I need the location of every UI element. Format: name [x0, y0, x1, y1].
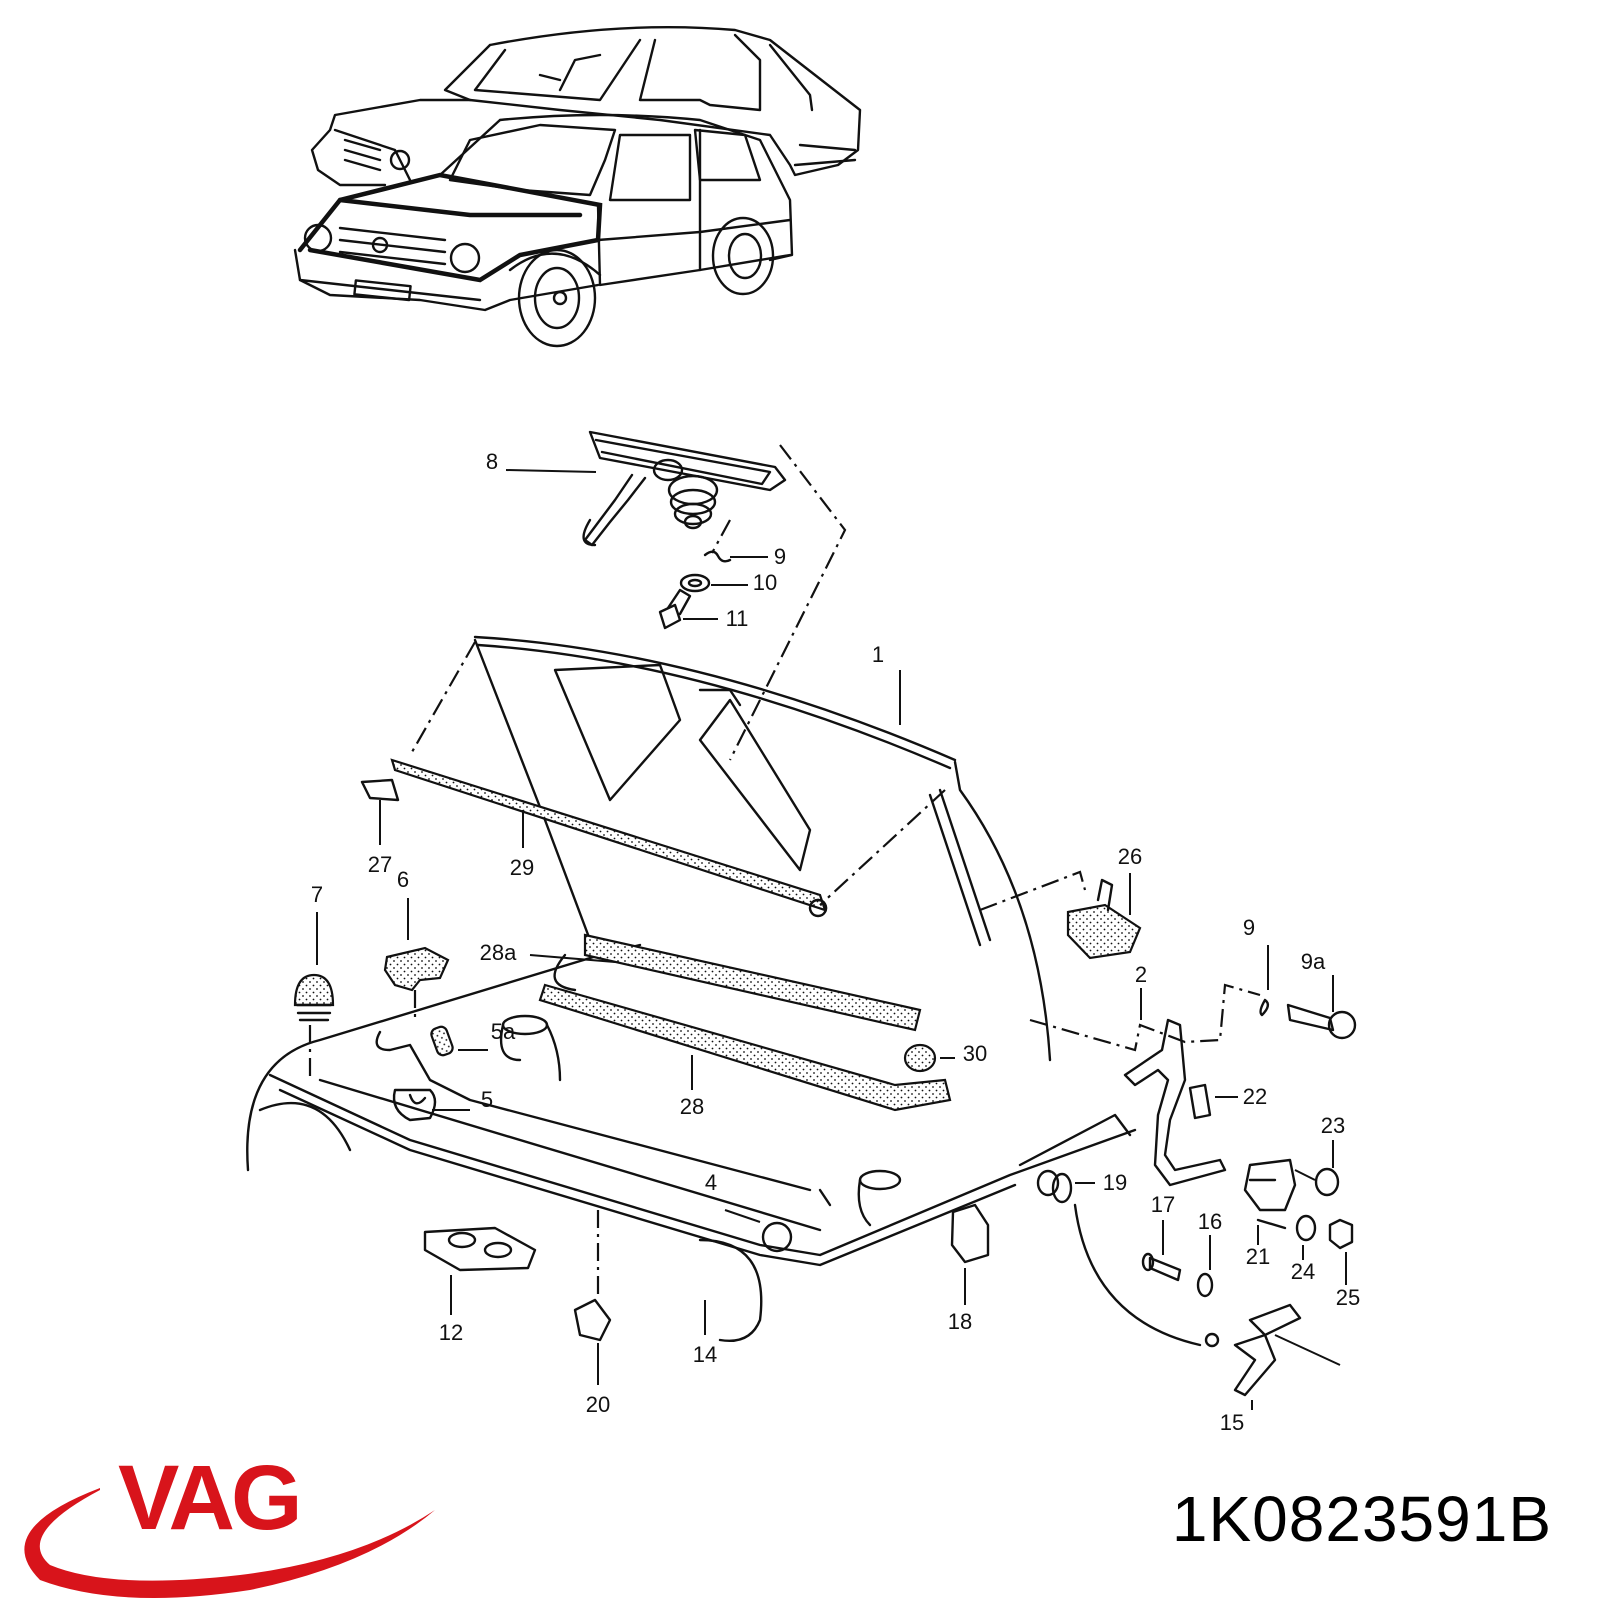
callout-25[interactable]: 25: [1335, 1285, 1361, 1310]
small-hardware: [293, 870, 1357, 1410]
callout-6[interactable]: 6: [396, 867, 410, 892]
callout-22[interactable]: 22: [1242, 1084, 1268, 1109]
hatchback-illustration: [293, 113, 794, 348]
callout-23[interactable]: 23: [1320, 1113, 1346, 1138]
callout-9-right[interactable]: 9: [1242, 915, 1256, 940]
callout-17[interactable]: 17: [1150, 1192, 1176, 1217]
vag-logo: VAG: [118, 1452, 303, 1544]
callout-5[interactable]: 5: [480, 1087, 494, 1112]
callout-12[interactable]: 12: [438, 1320, 464, 1345]
hood-release-handle-assembly: [505, 430, 847, 761]
callout-9a[interactable]: 9a: [1300, 949, 1326, 974]
callout-10[interactable]: 10: [752, 570, 778, 595]
callout-4[interactable]: 4: [704, 1170, 718, 1195]
callout-26[interactable]: 26: [1117, 844, 1143, 869]
callout-14[interactable]: 14: [692, 1342, 718, 1367]
callout-29[interactable]: 29: [509, 855, 535, 880]
callout-11[interactable]: 11: [725, 606, 749, 631]
vehicle-overview: [293, 25, 862, 348]
callout-30[interactable]: 30: [962, 1041, 988, 1066]
vag-logo-text: VAG: [118, 1447, 303, 1549]
seal-end-cap: [360, 778, 524, 848]
callout-18[interactable]: 18: [947, 1309, 973, 1334]
callout-7[interactable]: 7: [310, 882, 324, 907]
front-cross-member: [246, 933, 1137, 1342]
callout-19[interactable]: 19: [1102, 1170, 1128, 1195]
callout-28[interactable]: 28: [679, 1094, 705, 1119]
callout-27[interactable]: 27: [367, 852, 393, 877]
callout-8[interactable]: 8: [485, 449, 499, 474]
sedan-illustration: [310, 25, 862, 187]
part-number: 1K0823591B: [1171, 1483, 1552, 1555]
callout-24[interactable]: 24: [1290, 1259, 1316, 1284]
callout-1[interactable]: 1: [871, 642, 885, 667]
vag-logo-swoosh: [24, 1488, 435, 1598]
callout-20[interactable]: 20: [585, 1392, 611, 1417]
callout-16[interactable]: 16: [1197, 1209, 1223, 1234]
callout-9-top[interactable]: 9: [773, 544, 787, 569]
callout-2[interactable]: 2: [1134, 962, 1148, 987]
callout-28a[interactable]: 28a: [479, 940, 517, 965]
callout-21[interactable]: 21: [1245, 1244, 1271, 1269]
hood-panel: [390, 635, 1052, 1062]
callout-5a[interactable]: 5a: [490, 1019, 516, 1044]
callout-15[interactable]: 15: [1219, 1410, 1245, 1435]
